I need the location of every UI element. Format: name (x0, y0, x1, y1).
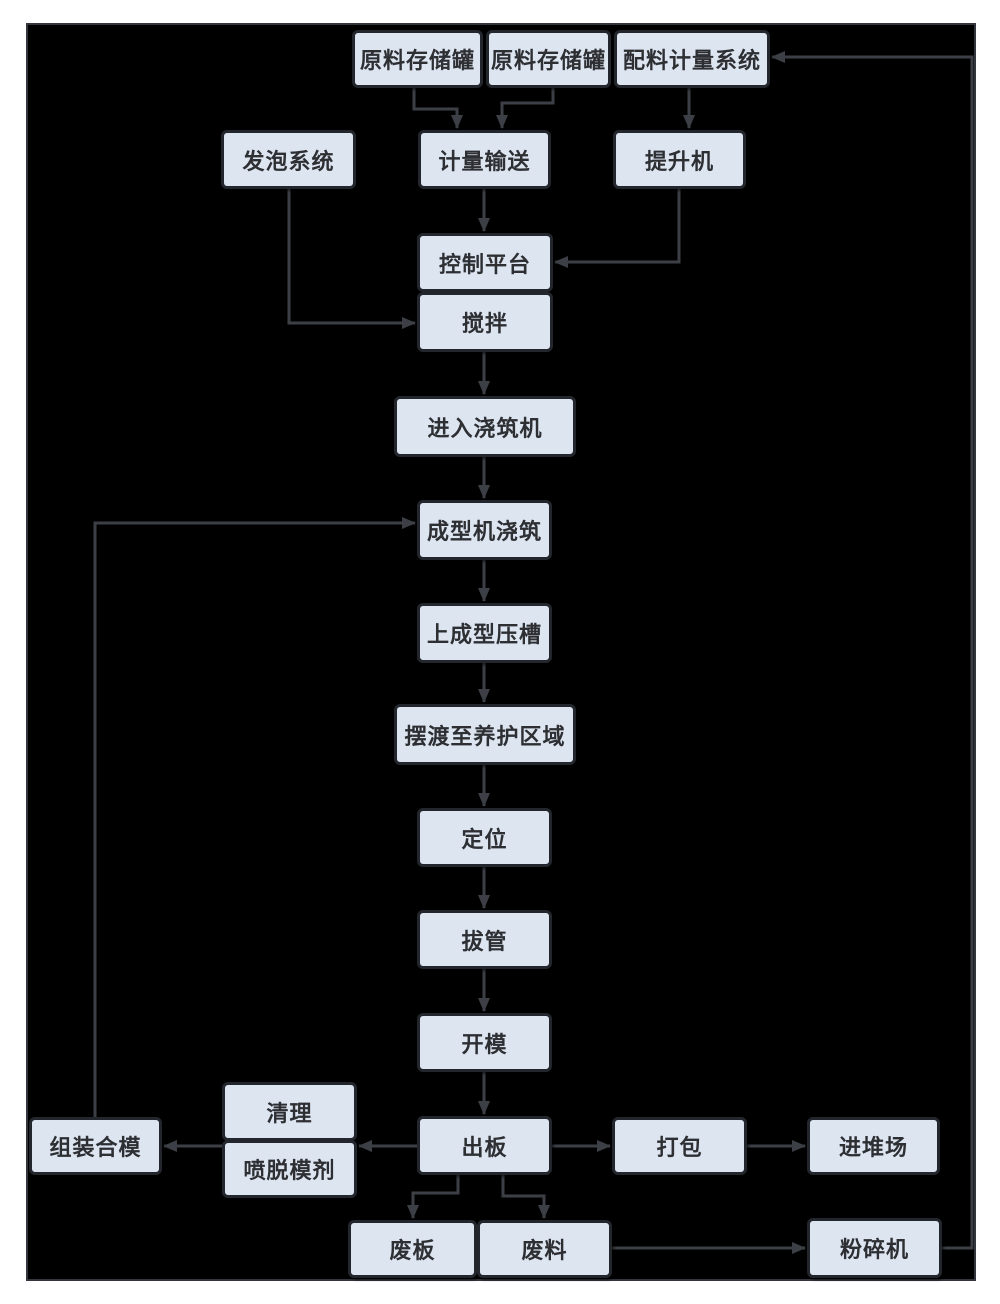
node-control: 控制平台 (417, 233, 553, 292)
node-assemble-mold: 组装合模 (29, 1117, 162, 1175)
node-enter-pouring: 进入浇筑机 (394, 396, 576, 457)
node-tube-pulling: 拔管 (417, 910, 552, 969)
node-forming-pouring: 成型机浇筑 (417, 500, 552, 560)
node-waste-material: 废料 (477, 1220, 612, 1278)
node-mold-opening: 开模 (417, 1013, 552, 1072)
node-cleaning: 清理 (222, 1082, 357, 1141)
node-conveyor: 计量输送 (418, 130, 551, 189)
node-board-out: 出板 (417, 1116, 552, 1175)
node-ferry-curing: 摆渡至养护区域 (394, 704, 576, 765)
node-crusher: 粉碎机 (807, 1218, 942, 1278)
node-spray-agent: 喷脱模剂 (222, 1140, 357, 1198)
node-hoist: 提升机 (613, 130, 746, 189)
node-yard: 进堆场 (807, 1117, 940, 1175)
node-waste-board: 废板 (348, 1220, 477, 1278)
node-tank2: 原料存储罐 (486, 30, 611, 88)
node-foaming: 发泡系统 (221, 130, 356, 189)
node-mixing: 搅拌 (417, 292, 553, 352)
node-tank1: 原料存储罐 (352, 30, 483, 88)
node-positioning: 定位 (417, 808, 552, 867)
node-forming-groove: 上成型压槽 (417, 603, 552, 663)
node-batching: 配料计量系统 (614, 30, 770, 88)
node-packing: 打包 (612, 1117, 747, 1175)
